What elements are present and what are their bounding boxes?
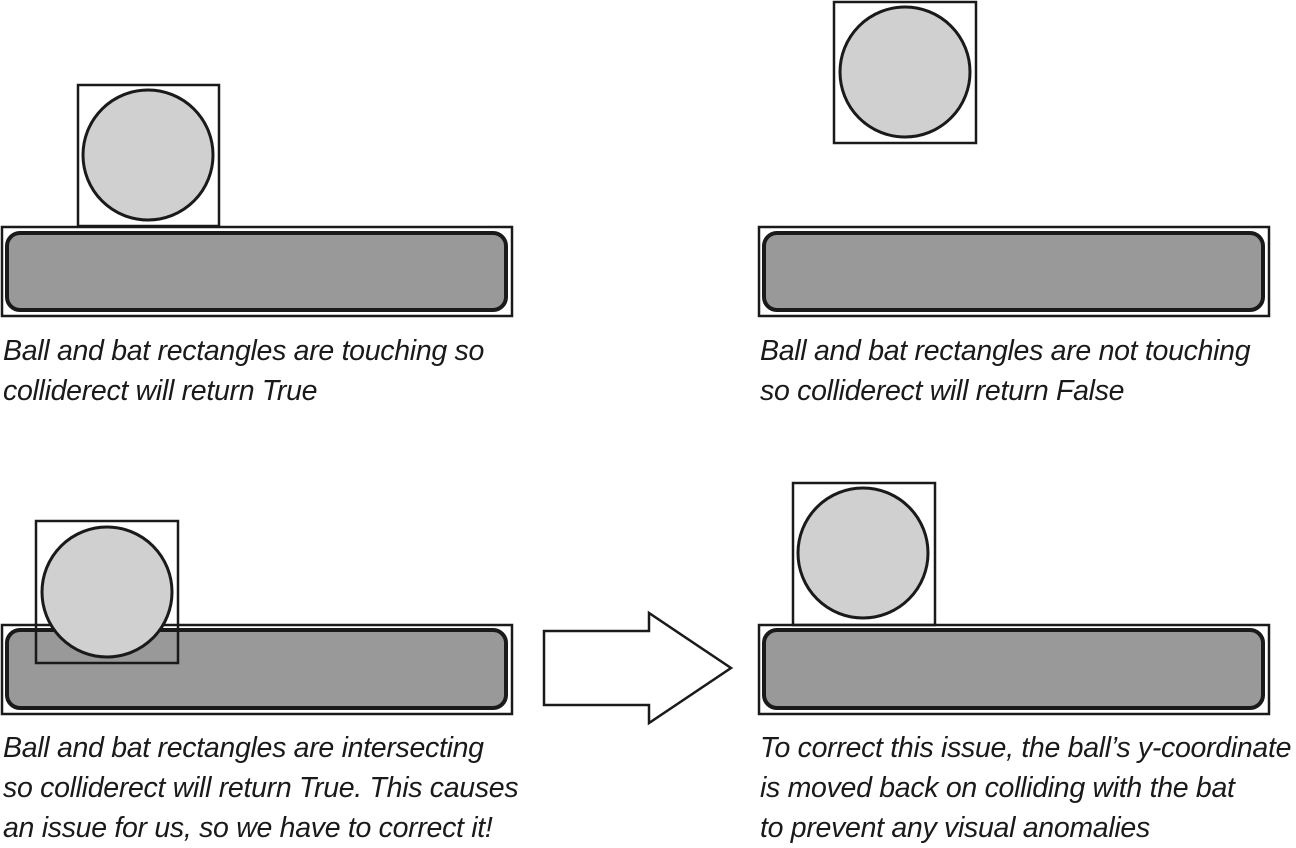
caption-not-touching: Ball and bat rectangles are not touching… (760, 331, 1251, 411)
caption-line: so colliderect will return False (760, 375, 1125, 407)
bat-rect-outline (757, 623, 1271, 716)
caption-line: Ball and bat rectangles are not touching (760, 335, 1251, 367)
ball-rect-outline (832, 0, 978, 145)
ball (81, 88, 215, 222)
panel-corrected (757, 481, 1271, 716)
panel-touching (0, 83, 514, 318)
bat (762, 628, 1265, 710)
caption-line: colliderect will return True (3, 375, 318, 407)
bat (5, 231, 508, 312)
bat-rect-outline (757, 225, 1271, 318)
caption-line: Ball and bat rectangles are touching so (3, 335, 485, 367)
right-arrow-icon (542, 610, 734, 726)
panel-not-touching (757, 0, 1271, 318)
ball-rect-outline (34, 519, 180, 665)
bat (762, 231, 1265, 312)
ball-rect-outline (76, 83, 221, 228)
caption-line: to prevent any visual anomalies (760, 812, 1150, 844)
caption-line: is moved back on colliding with the bat (760, 772, 1235, 804)
bat-rect-outline (0, 225, 514, 318)
bat-rect-outline (0, 623, 514, 716)
ball (796, 486, 930, 620)
caption-line: To correct this issue, the ball’s y-coor… (760, 732, 1292, 764)
ball (40, 525, 174, 659)
caption-touching: Ball and bat rectangles are touching so … (3, 331, 484, 411)
caption-intersecting: Ball and bat rectangles are intersecting… (3, 728, 519, 848)
ball-rect-outline (791, 481, 937, 627)
ball (838, 5, 972, 139)
caption-line: an issue for us, so we have to correct i… (3, 812, 493, 844)
caption-line: Ball and bat rectangles are intersecting (3, 732, 484, 764)
caption-line: so colliderect will return True. This ca… (3, 772, 519, 804)
panel-intersecting (0, 519, 514, 716)
caption-corrected: To correct this issue, the ball’s y-coor… (760, 728, 1291, 848)
